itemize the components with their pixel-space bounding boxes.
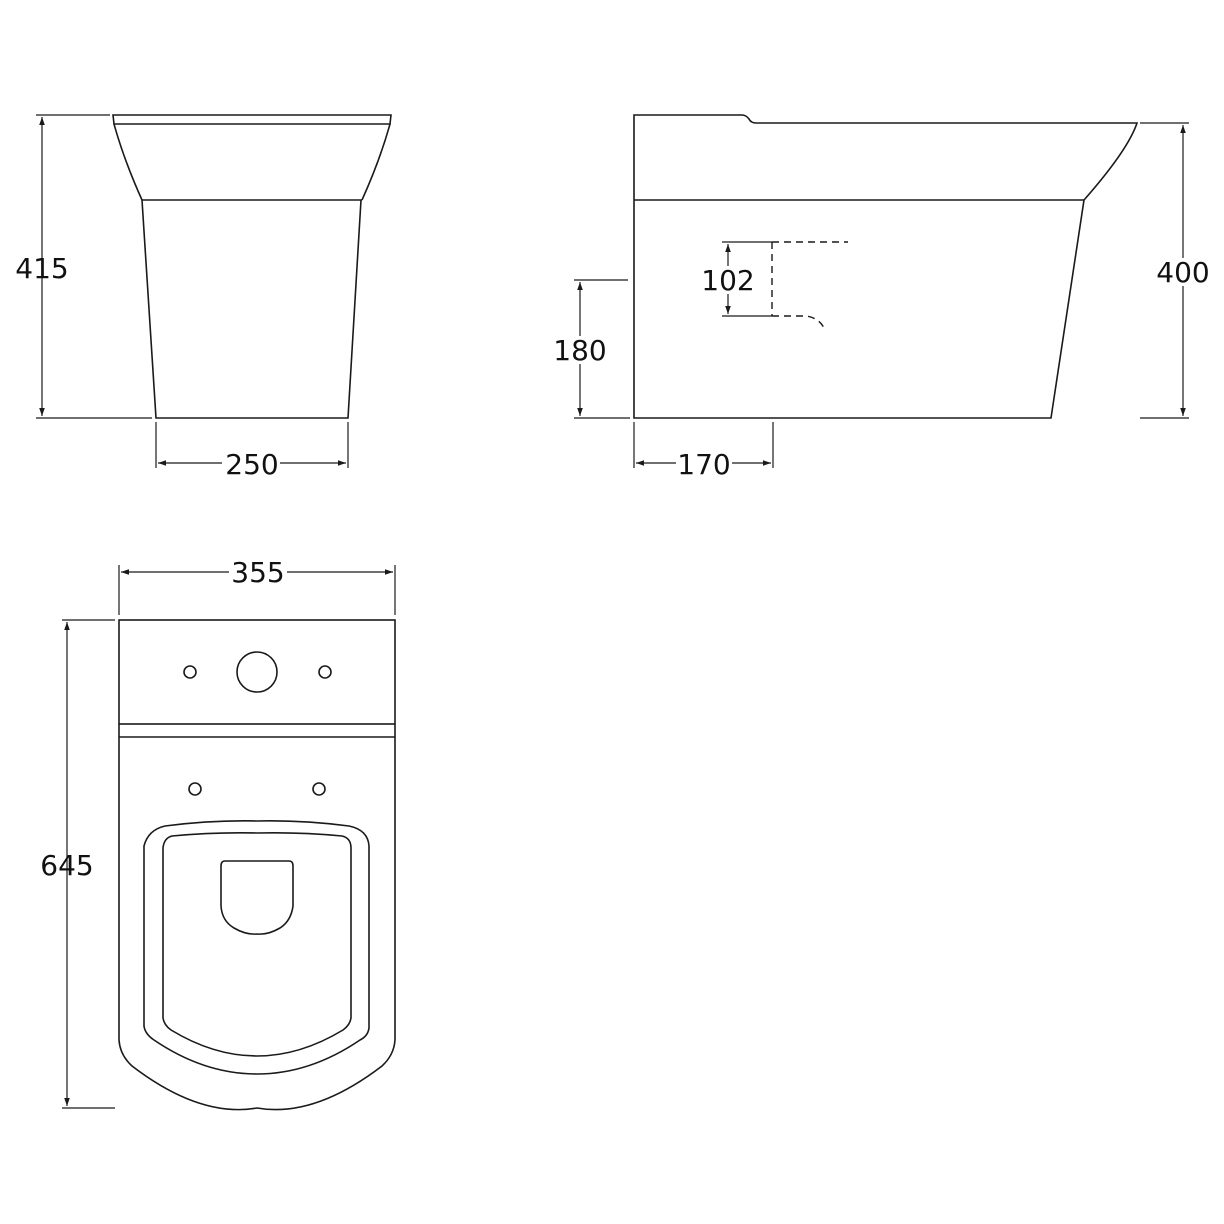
side-height-dimension: 400	[1140, 122, 1212, 419]
top-view-outline	[118, 619, 396, 1111]
top-length-dimension: 645	[40, 619, 115, 1109]
top-width-dimension: 355	[118, 556, 396, 615]
cistern-fixing-hole-icon	[318, 665, 332, 679]
cistern-fixing-hole-icon	[183, 665, 197, 679]
front-height-dimension: 415	[15, 114, 152, 419]
side-outlet-height-label: 180	[553, 334, 606, 367]
side-view-outline	[633, 114, 1139, 419]
side-inlet-label: 102	[701, 264, 754, 297]
top-width-label: 355	[231, 556, 284, 589]
top-view: 355 645	[40, 556, 396, 1111]
seat-hinge-hole-icon	[188, 782, 202, 796]
inlet-pipe-hidden-line	[771, 241, 848, 331]
front-view: 415 250	[15, 114, 392, 481]
front-height-label: 415	[15, 252, 68, 285]
front-view-outline	[112, 114, 392, 419]
flush-button-icon	[236, 651, 278, 693]
side-outlet-offset-label: 170	[677, 448, 730, 481]
side-outlet-offset-dimension: 170	[633, 422, 774, 481]
seat-hinge-hole-icon	[312, 782, 326, 796]
top-length-label: 645	[40, 849, 93, 882]
front-width-label: 250	[225, 448, 278, 481]
front-width-dimension: 250	[155, 422, 349, 481]
side-inlet-dimension: 102	[700, 241, 772, 317]
side-outlet-height-dimension: 180	[552, 279, 630, 419]
side-height-label: 400	[1156, 256, 1209, 289]
side-view: 102 180 400 170	[552, 114, 1212, 481]
